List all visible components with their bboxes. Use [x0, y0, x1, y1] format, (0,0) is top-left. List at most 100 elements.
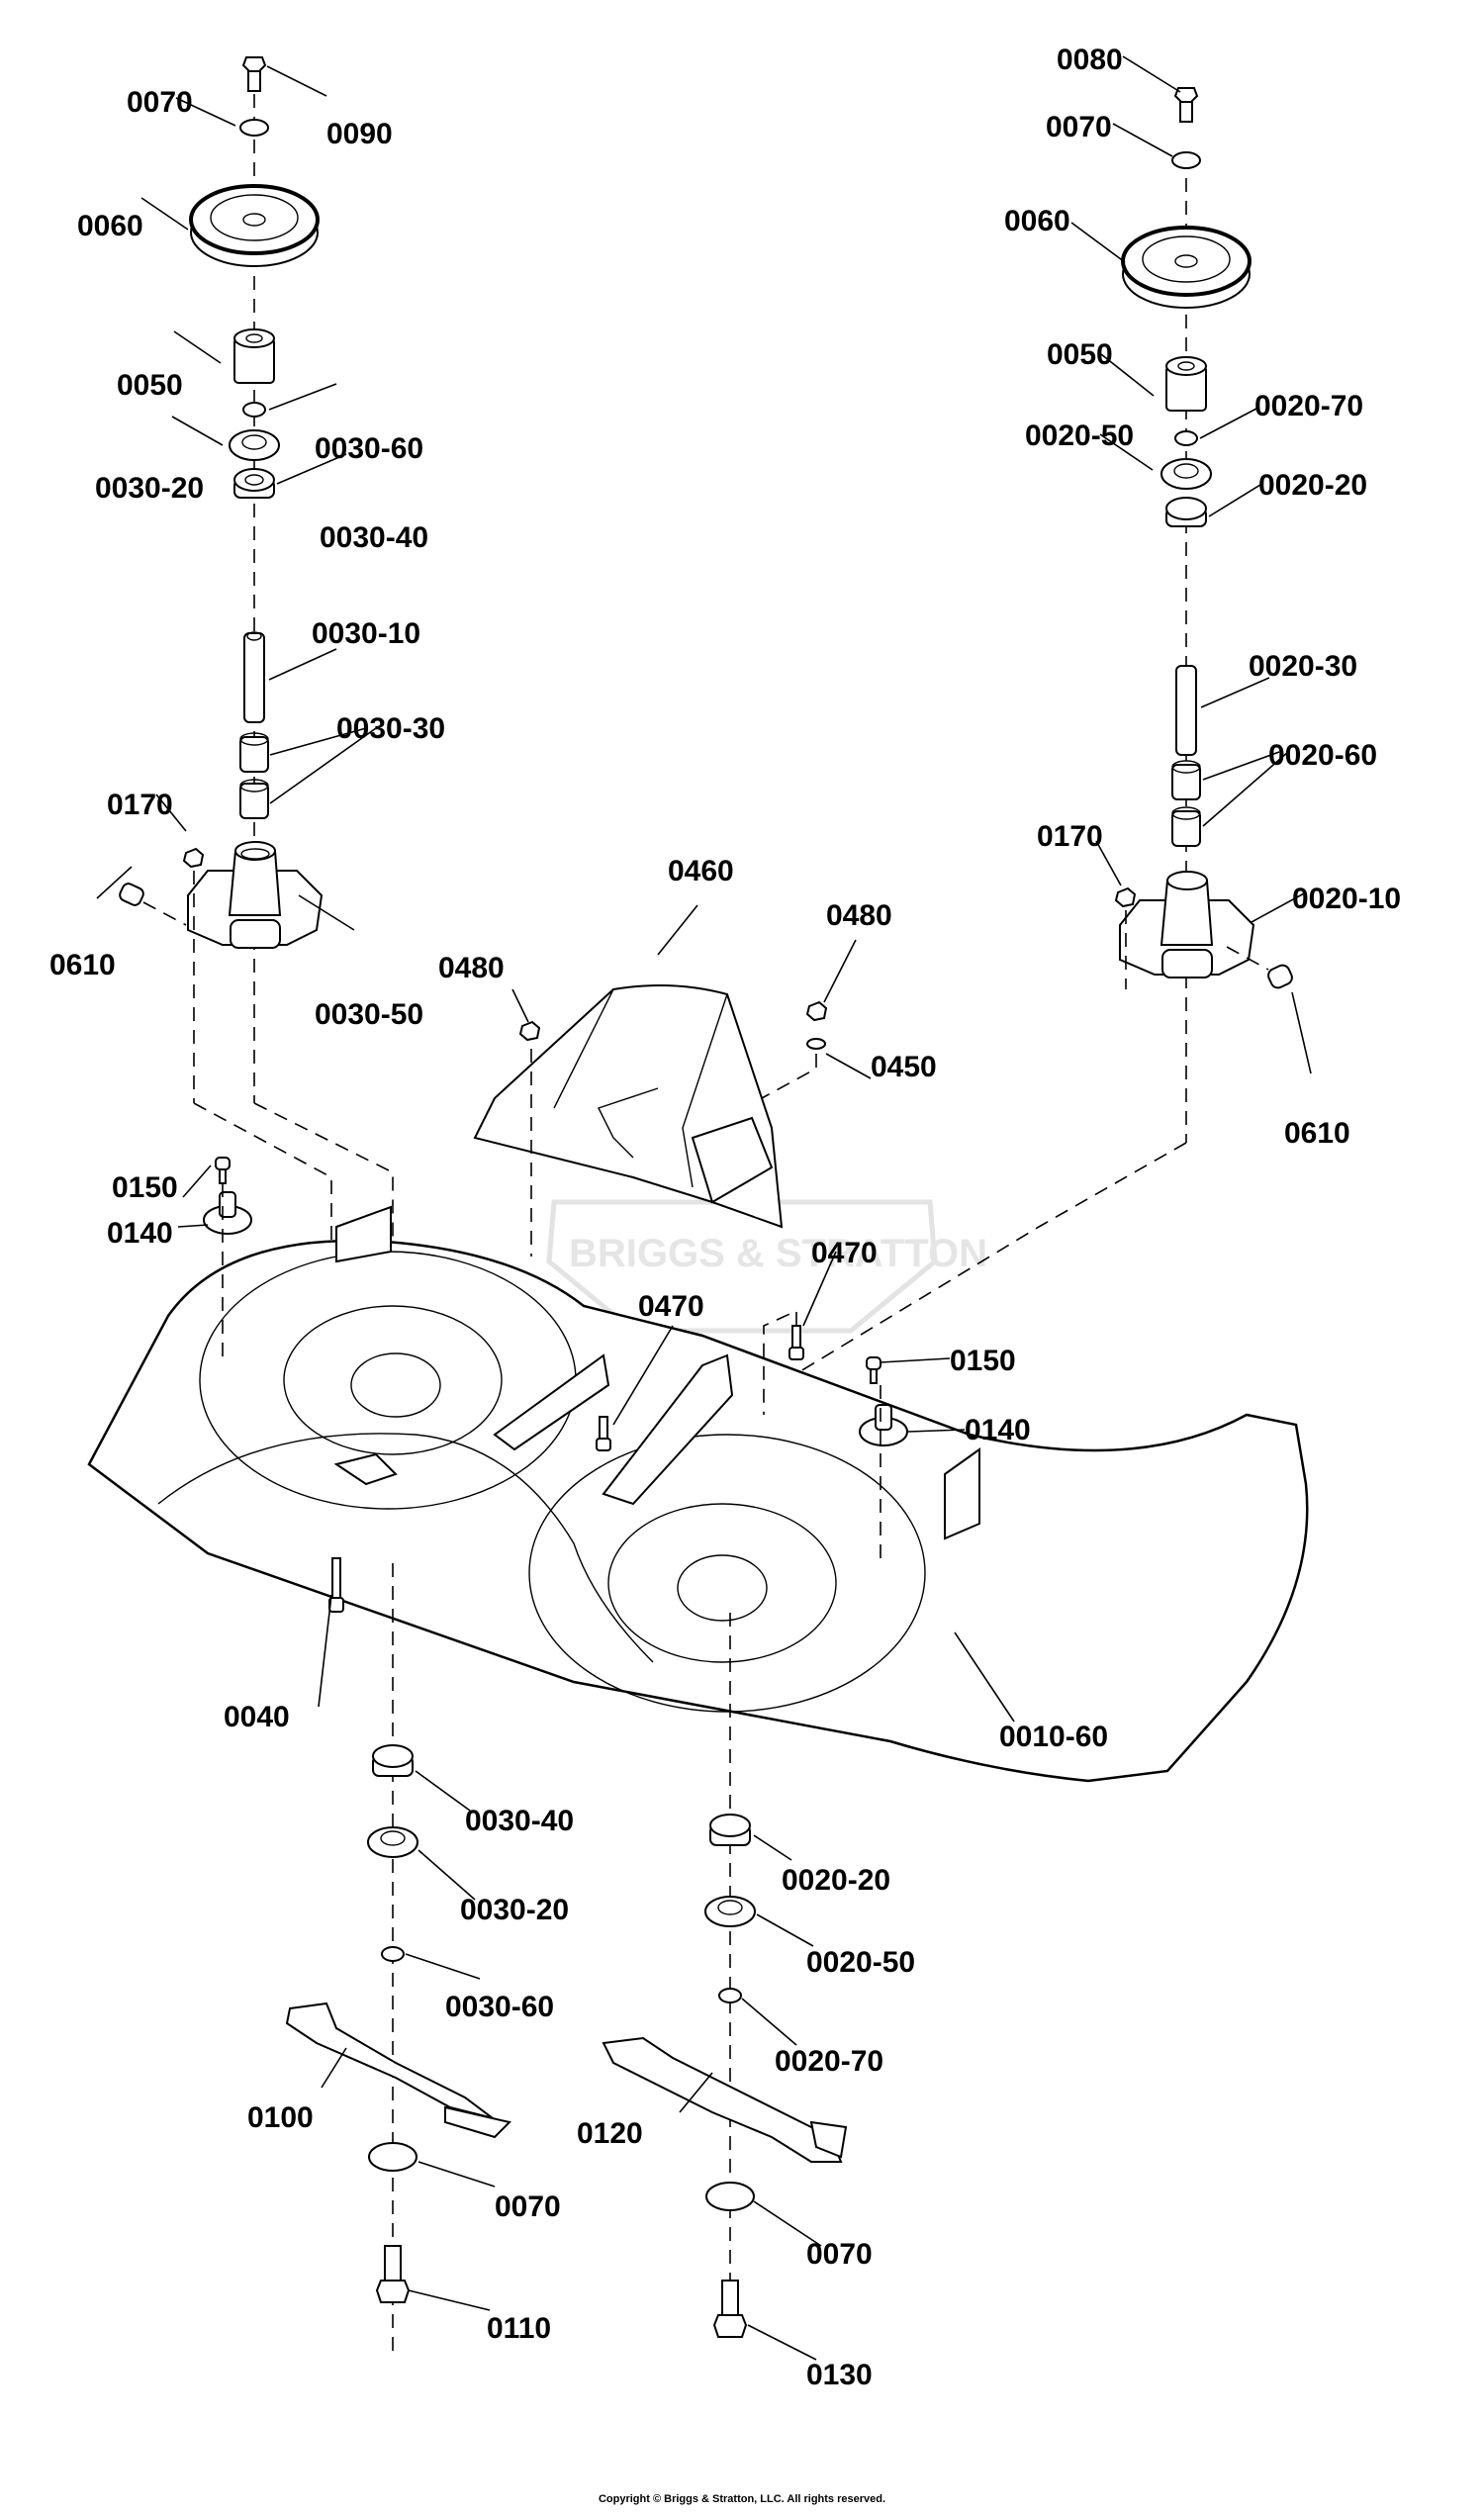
bearing-0020-20-lower-icon	[709, 1814, 751, 1846]
callout-label[interactable]: 0140	[965, 1414, 1031, 1446]
callout-label[interactable]: 0480	[438, 952, 505, 984]
discharge-chute-0460-icon	[473, 984, 828, 1257]
callout-label[interactable]: 0050	[1047, 338, 1113, 371]
callout-label[interactable]: 0110	[487, 2312, 551, 2345]
callout-label[interactable]: 0610	[49, 949, 116, 981]
bolt-0040-icon	[328, 1557, 344, 1613]
callout-label[interactable]: 0030-30	[336, 712, 445, 745]
part-labels: 0070 0090 0060 0050 0030-60 0030-20 0030…	[49, 44, 1401, 2391]
blade-0100-icon	[285, 2002, 511, 2139]
washer-0070-lower-right-icon	[705, 2182, 755, 2211]
bolt-0090-icon	[241, 56, 267, 92]
nut-0480-right-icon	[805, 1000, 828, 1022]
callout-label[interactable]: 0480	[826, 899, 892, 932]
pulley-0060-right-icon	[1121, 226, 1252, 309]
callout-label[interactable]: 0070	[1046, 111, 1112, 143]
nut-0170-icon	[182, 847, 205, 869]
bolt-0150-left-icon	[215, 1157, 231, 1184]
bracket-0140-right-icon	[859, 1404, 908, 1446]
pulley-0060-icon	[189, 184, 320, 267]
callout-label[interactable]: 0020-50	[1025, 419, 1134, 452]
callout-label[interactable]: 0150	[112, 1171, 178, 1204]
spacer-0050-right-icon	[1165, 356, 1207, 412]
spacer-0030-30-upper-icon	[239, 732, 269, 773]
callout-label[interactable]: 0610	[1284, 1117, 1350, 1150]
callout-label[interactable]: 0010-60	[999, 1721, 1108, 1753]
left-spindle-assembly	[119, 56, 394, 1375]
spindle-housing-0030-50-icon	[187, 841, 324, 949]
bracket-0140-left-icon	[203, 1191, 252, 1235]
callout-label[interactable]: 0170	[1037, 820, 1103, 853]
callout-label[interactable]: 0450	[871, 1051, 937, 1083]
callout-label[interactable]: 0040	[224, 1701, 290, 1733]
spacer-0020-60-lower-icon	[1171, 806, 1201, 847]
callout-label[interactable]: 0120	[577, 2117, 643, 2150]
callout-label[interactable]: 0030-10	[312, 617, 420, 650]
callout-label[interactable]: 0030-20	[95, 472, 204, 505]
callout-label[interactable]: 0460	[668, 855, 734, 887]
callout-label[interactable]: 0020-20	[1258, 469, 1367, 502]
bearing-0030-40-icon	[233, 468, 275, 499]
callout-label[interactable]: 0020-60	[1268, 739, 1377, 772]
washer-0070-icon	[239, 119, 269, 137]
bearing-0020-20-icon	[1165, 497, 1207, 527]
callout-label[interactable]: 0070	[806, 2238, 873, 2271]
retaining-ring-0020-70-lower-icon	[718, 1988, 742, 2003]
callout-label[interactable]: 0030-60	[445, 1991, 554, 2023]
bolt-0150-right-icon	[866, 1356, 881, 1384]
retaining-ring-0030-60-icon	[242, 402, 266, 418]
callout-label[interactable]: 0090	[326, 118, 393, 150]
callout-label[interactable]: 0470	[811, 1237, 878, 1269]
bolt-0470-left-icon	[596, 1416, 611, 1451]
callout-label[interactable]: 0070	[127, 86, 193, 119]
callout-label[interactable]: 0140	[107, 1217, 173, 1250]
shaft-0020-30-icon	[1175, 665, 1197, 756]
callout-label[interactable]: 0070	[495, 2190, 561, 2223]
nut-0170-right-icon	[1114, 886, 1137, 908]
seal-0030-20-icon	[229, 429, 280, 461]
callout-label[interactable]: 0030-40	[465, 1805, 574, 1837]
grease-fitting-0610-right-icon	[1267, 964, 1293, 989]
callout-label[interactable]: 0020-20	[782, 1864, 890, 1897]
nut-0480-left-icon	[518, 1020, 541, 1042]
callout-label[interactable]: 0030-40	[320, 521, 428, 554]
right-spindle-assembly	[711, 87, 1293, 1426]
callout-label[interactable]: 0060	[1004, 205, 1070, 237]
bolt-0130-icon	[712, 2280, 748, 2338]
callout-label[interactable]: 0020-50	[806, 1946, 915, 1979]
grease-fitting-0610-left-icon	[119, 883, 144, 906]
callout-label[interactable]: 0030-20	[460, 1894, 569, 1926]
callout-label[interactable]: 0020-70	[1254, 390, 1363, 422]
leader-lines	[96, 55, 1312, 2361]
callout-label[interactable]: 0020-30	[1249, 650, 1357, 683]
bolt-0080-icon	[1173, 87, 1199, 123]
spacer-0030-30-lower-icon	[239, 779, 269, 819]
seal-0020-50-icon	[1160, 458, 1212, 490]
mower-deck-0010-60-icon	[87, 1205, 1309, 1783]
blade-0120-icon	[602, 2036, 848, 2163]
callout-label[interactable]: 0020-10	[1292, 883, 1401, 915]
retaining-ring-0030-60-lower-icon	[381, 1946, 405, 1962]
spacer-0020-60-upper-icon	[1171, 760, 1201, 800]
spacer-0050-icon	[233, 328, 275, 384]
callout-label[interactable]: 0170	[107, 789, 173, 821]
copyright-notice: Copyright © Briggs & Stratton, LLC. All …	[598, 2493, 886, 2505]
callout-label[interactable]: 0050	[117, 369, 183, 402]
washer-0450-icon	[806, 1038, 826, 1050]
callout-label[interactable]: 0130	[806, 2359, 873, 2391]
callout-label[interactable]: 0030-60	[315, 432, 423, 465]
callout-label[interactable]: 0080	[1057, 44, 1123, 76]
retaining-ring-0020-70-icon	[1174, 430, 1198, 446]
callout-label[interactable]: 0060	[77, 210, 143, 242]
callout-label[interactable]: 0150	[950, 1345, 1016, 1377]
seal-0020-50-lower-icon	[704, 1896, 756, 1927]
callout-label[interactable]: 0470	[638, 1290, 704, 1323]
watermark-text: BRIGGS & STRATTON	[569, 1232, 987, 1275]
callout-label[interactable]: 0030-50	[315, 998, 423, 1031]
callout-label[interactable]: 0020-70	[775, 2045, 883, 2078]
washer-0070-lower-left-icon	[368, 2142, 417, 2172]
washer-0070-right-icon	[1171, 151, 1201, 169]
seal-0030-20-lower-icon	[367, 1826, 418, 1858]
callout-label[interactable]: 0100	[247, 2101, 314, 2134]
